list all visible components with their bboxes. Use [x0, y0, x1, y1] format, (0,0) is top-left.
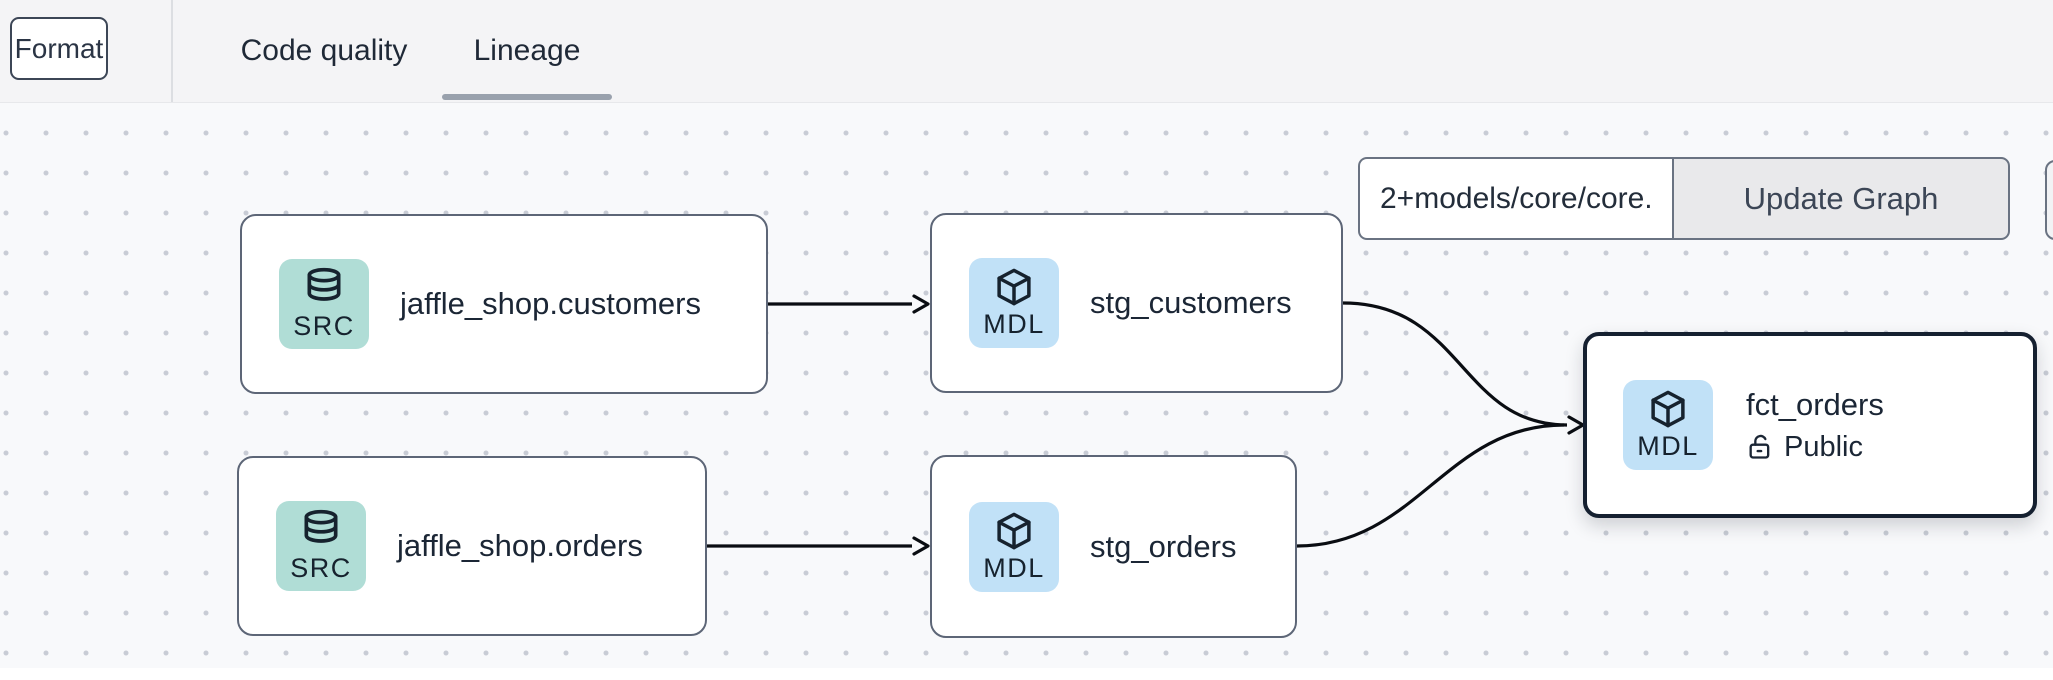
database-icon	[307, 267, 341, 301]
bottom-strip	[0, 668, 2053, 680]
tab-lineage-label: Lineage	[473, 34, 581, 67]
cropped-edge-control[interactable]	[2045, 160, 2053, 240]
access-row: Public	[1746, 431, 1884, 464]
unlock-icon	[1749, 434, 1770, 459]
cube-icon	[997, 268, 1031, 306]
model-badge: MDL	[969, 501, 1059, 592]
badge-label: MDL	[1637, 431, 1699, 461]
top-bar-divider	[171, 0, 173, 102]
selector-input[interactable]	[1358, 157, 1672, 240]
node-fct-orders[interactable]: MDL fct_orders Public	[1583, 332, 2037, 518]
database-icon	[304, 509, 338, 543]
node-label: jaffle_shop.customers	[400, 286, 701, 321]
badge-label: SRC	[290, 553, 352, 583]
selector-toolbar: Update Graph	[1358, 157, 2010, 240]
node-label: fct_orders	[1746, 386, 1884, 422]
access-label: Public	[1784, 430, 1863, 463]
node-jaffle-shop-customers[interactable]: SRC jaffle_shop.customers	[240, 214, 768, 394]
badge-label: SRC	[293, 311, 355, 341]
cube-icon	[997, 512, 1031, 549]
cube-icon	[1651, 390, 1685, 428]
badge-label: MDL	[983, 309, 1045, 339]
model-badge: MDL	[1623, 380, 1713, 470]
active-tab-underline	[442, 94, 612, 100]
tab-code-quality-label: Code quality	[240, 34, 408, 67]
node-stg-customers[interactable]: MDL stg_customers	[930, 213, 1343, 393]
update-graph-button[interactable]: Update Graph	[1672, 157, 2010, 240]
tab-lineage[interactable]: Lineage	[442, 0, 612, 102]
node-label: stg_orders	[1090, 528, 1237, 564]
top-bar: Format Code quality Lineage	[0, 0, 2053, 103]
node-jaffle-shop-orders[interactable]: SRC jaffle_shop.orders	[237, 456, 707, 636]
format-button[interactable]: Format	[10, 17, 108, 80]
tab-code-quality[interactable]: Code quality	[233, 0, 415, 102]
source-badge: SRC	[279, 259, 369, 349]
node-stg-orders[interactable]: MDL stg_orders	[930, 455, 1297, 638]
node-text-column: fct_orders Public	[1746, 387, 1884, 464]
badge-label: MDL	[983, 552, 1045, 583]
model-badge: MDL	[969, 258, 1059, 348]
node-label: jaffle_shop.orders	[397, 528, 643, 563]
node-label: stg_customers	[1090, 285, 1292, 320]
source-badge: SRC	[276, 501, 366, 591]
